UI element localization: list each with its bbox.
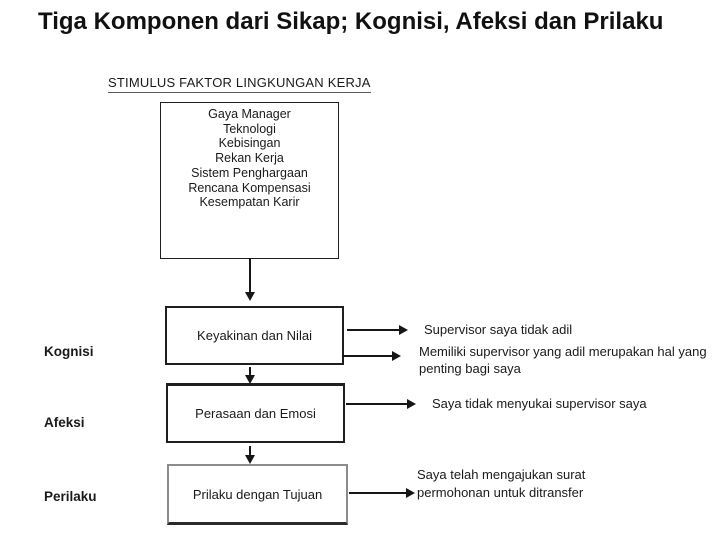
afeksi-box-text: Perasaan dan Emosi xyxy=(195,406,316,421)
arrow-down-stimulus-to-kognisi xyxy=(245,258,255,301)
stimulus-heading: STIMULUS FAKTOR LINGKUNGAN KERJA xyxy=(108,75,371,93)
stimulus-item: Sistem Penghargaan xyxy=(191,165,308,180)
stimulus-item: Rencana Kompensasi xyxy=(188,180,311,195)
page-title: Tiga Komponen dari Sikap; Kognisi, Afeks… xyxy=(38,8,664,35)
afeksi-example-1: Saya tidak menyukai supervisor saya xyxy=(432,396,647,411)
arrow-right-kognisi-2 xyxy=(342,351,401,361)
kognisi-box: Keyakinan dan Nilai xyxy=(165,306,344,365)
afeksi-box: Perasaan dan Emosi xyxy=(166,383,345,443)
label-kognisi: Kognisi xyxy=(44,344,94,359)
perilaku-example-1: Saya telah mengajukan surat permohonan u… xyxy=(417,467,586,500)
arrow-down-kognisi-to-afeksi xyxy=(245,367,255,384)
stimulus-item: Gaya Manager xyxy=(208,107,291,121)
label-perilaku: Perilaku xyxy=(44,489,97,504)
kognisi-example-2: Memiliki supervisor yang adil merupakan … xyxy=(419,344,707,376)
perilaku-box: Prilaku dengan Tujuan xyxy=(167,464,348,525)
stimulus-item: Rekan Kerja xyxy=(215,151,284,166)
arrow-down-afeksi-to-perilaku xyxy=(245,446,255,464)
label-afeksi: Afeksi xyxy=(44,415,85,430)
stimulus-item: Kebisingan xyxy=(218,136,281,151)
kognisi-box-text: Keyakinan dan Nilai xyxy=(197,328,312,343)
arrow-right-perilaku xyxy=(349,488,415,498)
arrow-right-kognisi-1 xyxy=(347,325,408,335)
arrow-right-afeksi xyxy=(346,399,416,409)
stimulus-item: Kesempatan Karir xyxy=(199,195,300,210)
stimulus-item: Teknologi xyxy=(223,121,276,136)
perilaku-box-text: Prilaku dengan Tujuan xyxy=(192,486,323,502)
kognisi-example-1: Supervisor saya tidak adil xyxy=(424,322,573,337)
stimulus-factors-box: Gaya Manager Teknologi Kebisingan Rekan … xyxy=(160,102,339,259)
